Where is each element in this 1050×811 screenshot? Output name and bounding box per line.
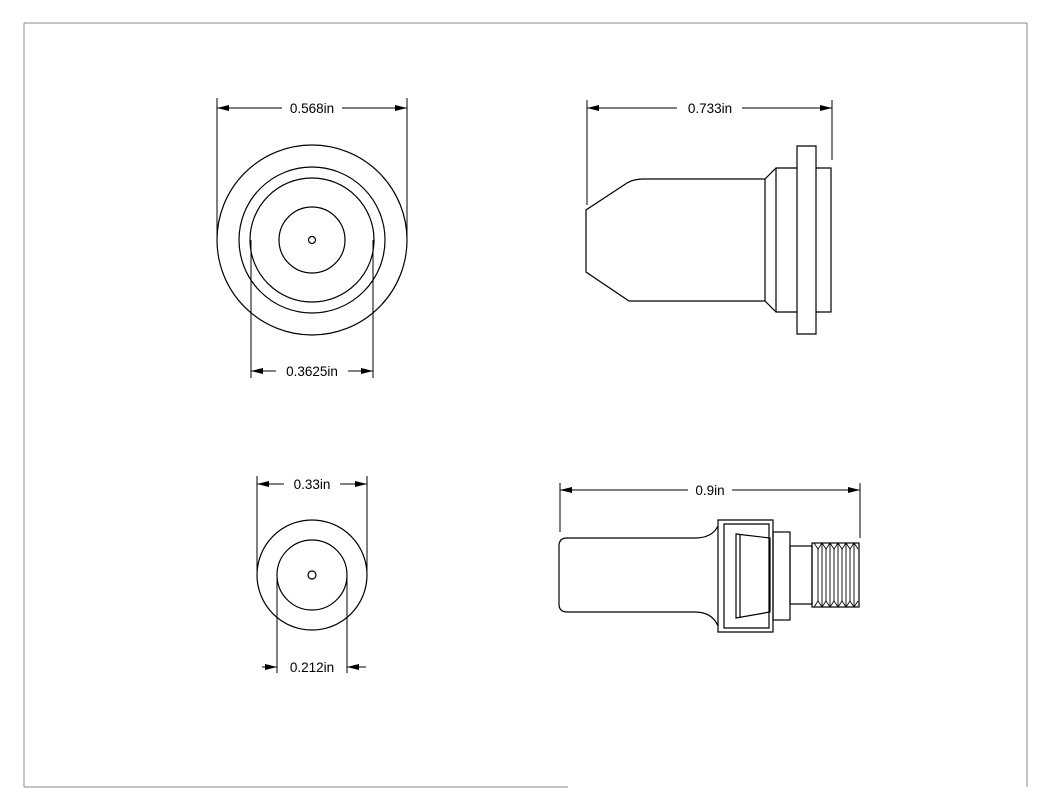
dimension-label: 0.733in [688,101,732,116]
dimension-03625: 0.3625in [250,240,374,379]
dimension-label: 0.9in [695,483,724,498]
thread-lines [813,542,859,608]
dimension-label: 0.33in [294,477,331,492]
side-view-small: 0.9in [558,483,861,633]
dimension-033: 0.33in [256,476,368,575]
dimension-09: 0.9in [559,483,861,538]
dimension-0733: 0.733in [586,100,833,205]
dimension-0212: 0.212in [262,575,366,675]
dimension-label: 0.568in [290,101,334,116]
drawing-frame [23,22,1028,788]
dimension-0568: 0.568in [216,98,408,240]
side-view-large: 0.733in [585,100,833,335]
front-view-small: 0.33in 0.212in [256,476,368,675]
front-view-large: 0.568in 0.3625in [216,98,408,379]
dimension-label: 0.3625in [286,364,338,379]
dimension-label: 0.212in [290,660,334,675]
